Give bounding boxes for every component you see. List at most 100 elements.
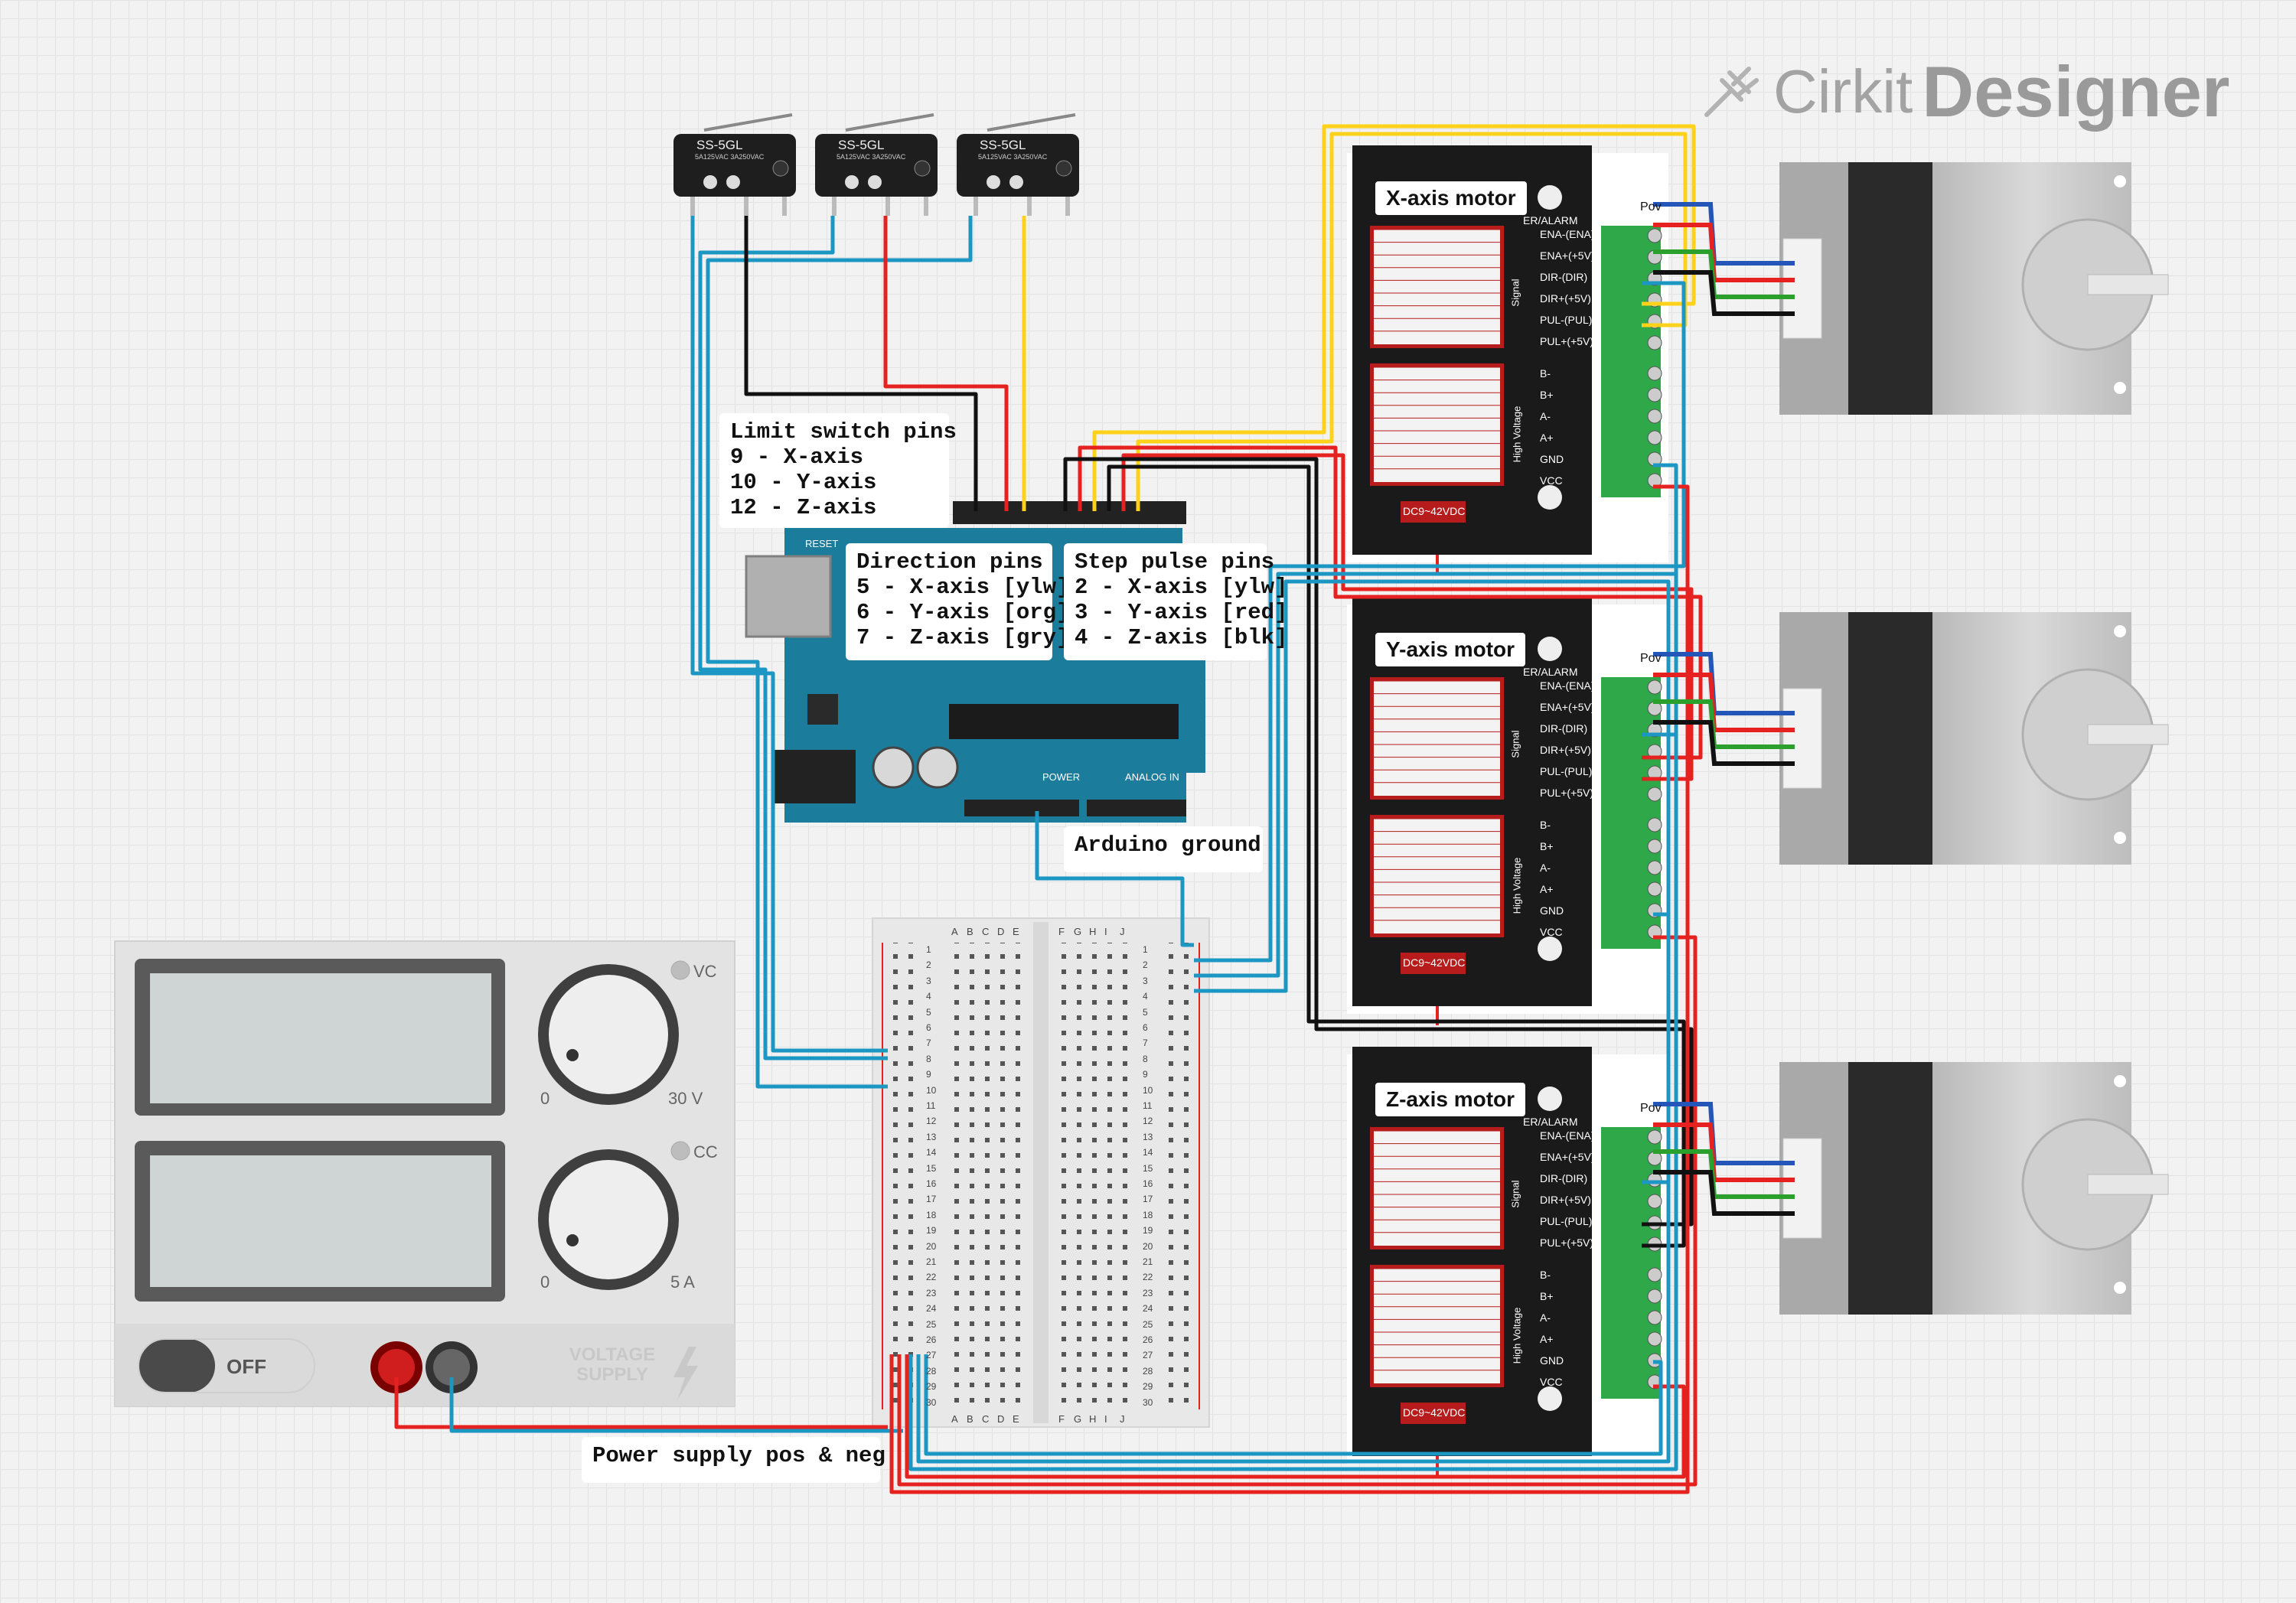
power-jack <box>771 750 856 803</box>
driver-signal-group-label: Signal <box>1509 730 1521 758</box>
driver-power-pin-label: B+ <box>1540 1290 1554 1302</box>
wire-y-gnd <box>916 912 1671 1464</box>
driver-rating-label: DC9~42VDC <box>1403 1406 1466 1419</box>
bb-row-number: 19 <box>1143 1225 1153 1236</box>
wire-x-dir <box>1092 124 1696 511</box>
note-line: 5 - X-axis [ylw] <box>856 575 1070 600</box>
usb-port <box>745 555 832 638</box>
power-toggle[interactable] <box>139 1339 215 1393</box>
bb-row-number: 14 <box>926 1147 937 1158</box>
driver-power-pin-label: B- <box>1540 1269 1551 1281</box>
bb-column-label: H <box>1089 926 1097 937</box>
limit-switch[interactable] <box>673 113 796 216</box>
bb-row-number: 13 <box>1143 1131 1153 1142</box>
driver-signal-label: ENA+(+5V) <box>1540 701 1595 713</box>
wire-x-gnd <box>908 463 1678 1471</box>
voltage-supply-label: VOLTAGE SUPPLY <box>563 1345 662 1385</box>
bb-row-number: 19 <box>926 1225 937 1236</box>
motor-coil-wire <box>1653 720 1795 766</box>
driver-signal-group-label: Signal <box>1509 279 1521 307</box>
driver-signal-label: DIR+(+5V) <box>1540 292 1591 305</box>
bb-row-number: 7 <box>926 1038 931 1049</box>
driver-power-pin-label: VCC <box>1540 1376 1563 1388</box>
limit-switch[interactable] <box>815 113 938 216</box>
bb-row-number: 16 <box>926 1178 937 1189</box>
bb-column-label: E <box>1013 1413 1019 1425</box>
bb-row-number: 29 <box>1143 1381 1153 1393</box>
driver-signal-group-label: Signal <box>1509 1180 1521 1208</box>
driver-alarm-label: ER/ALARM <box>1523 214 1578 226</box>
bb-row-number: 15 <box>926 1162 937 1174</box>
driver-signal-label: PUL-(PUL) <box>1540 314 1593 326</box>
switch-rating-label: 5A125VAC 3A250VAC <box>837 153 906 161</box>
bb-row-number: 10 <box>1143 1084 1153 1096</box>
driver-signal-label: ENA+(+5V) <box>1540 249 1595 262</box>
wire-switch-y-signal <box>883 216 1009 511</box>
driver-signal-label: PUL+(+5V) <box>1540 787 1594 799</box>
cc-label: CC <box>693 1142 718 1162</box>
switch-model-label: SS-5GL <box>838 138 885 152</box>
driver-power-pin-label: VCC <box>1540 926 1563 938</box>
bb-row-number: 27 <box>1143 1350 1153 1361</box>
driver-power-pin-label: B- <box>1540 819 1551 831</box>
power-supply-note: Power supply pos & neg <box>582 1437 885 1483</box>
bb-column-label: I <box>1104 1413 1107 1425</box>
arduino-analog-label: ANALOG IN <box>1125 771 1179 783</box>
arduino-ground-note: Arduino ground <box>1064 826 1263 872</box>
bb-row-number: 28 <box>926 1365 937 1377</box>
voltage-supply-line: SUPPLY <box>576 1364 648 1385</box>
bb-row-number: 17 <box>1143 1194 1153 1205</box>
driver-power-label: Pov <box>1640 1102 1662 1115</box>
direction-note: Direction pins 5 - X-axis [ylw] 6 - Y-ax… <box>846 543 1070 660</box>
bb-column-label: C <box>982 926 990 937</box>
bb-row-number: 27 <box>926 1350 937 1361</box>
bb-row-number: 17 <box>926 1194 937 1205</box>
driver-signal-label: PUL-(PUL) <box>1540 1215 1593 1227</box>
bb-row-number: 9 <box>1143 1069 1148 1080</box>
note-line: 9 - X-axis <box>730 445 864 470</box>
note-line: Direction pins <box>856 549 1043 575</box>
bb-column-label: E <box>1013 926 1019 937</box>
note-line: Step pulse pins <box>1075 549 1275 575</box>
bb-row-number: 11 <box>926 1100 936 1111</box>
driver-title: X-axis motor <box>1375 181 1527 215</box>
wire-psu-negative <box>449 1377 903 1433</box>
bb-row-number: 2 <box>1143 960 1148 971</box>
note-line: Power supply pos & neg <box>592 1443 885 1468</box>
bb-row-number: 8 <box>1143 1053 1148 1064</box>
bb-column-label: A <box>951 1413 958 1425</box>
motor-coil-wire <box>1653 270 1795 316</box>
driver-power-pin-label: B- <box>1540 367 1551 380</box>
driver-power-pin-label: GND <box>1540 453 1564 465</box>
bb-row-number: 20 <box>926 1240 937 1252</box>
breadboard <box>872 917 1210 1428</box>
vc-label: VC <box>693 962 717 981</box>
limit-switch[interactable] <box>957 113 1079 216</box>
bb-row-number: 30 <box>926 1396 937 1408</box>
driver-signal-label: DIR-(DIR) <box>1540 271 1588 283</box>
voltage-supply-line: VOLTAGE <box>569 1344 656 1365</box>
note-line: Limit switch pins <box>730 419 957 445</box>
wire-bb-x-common <box>1194 281 1686 963</box>
switch-rating-label: 5A125VAC 3A250VAC <box>695 153 765 161</box>
bb-row-number: 3 <box>926 975 931 986</box>
bb-row-number: 23 <box>926 1287 937 1298</box>
bb-column-label: F <box>1058 926 1065 937</box>
bb-column-label: B <box>967 926 974 937</box>
note-line: 2 - X-axis [ylw] <box>1075 575 1288 600</box>
bb-row-number: 11 <box>1143 1100 1153 1111</box>
driver-power-label: Pov <box>1640 652 1662 665</box>
bb-row-number: 3 <box>1143 975 1148 986</box>
bb-row-number: 30 <box>1143 1396 1153 1408</box>
driver-power-pin-label: VCC <box>1540 474 1563 487</box>
bb-row-number: 18 <box>1143 1209 1153 1220</box>
bolt-icon <box>673 1347 698 1400</box>
bb-row-number: 8 <box>926 1053 931 1064</box>
brand-cirkit: Cirkit <box>1773 57 1913 125</box>
bb-row-number: 4 <box>1143 991 1148 1002</box>
driver-signal-label: DIR-(DIR) <box>1540 722 1588 735</box>
bb-row-number: 13 <box>926 1131 937 1142</box>
driver-signal-label: ENA-(ENA) <box>1540 679 1595 692</box>
bb-row-number: 15 <box>1143 1162 1153 1174</box>
driver-signal-label: ENA+(+5V) <box>1540 1151 1595 1163</box>
